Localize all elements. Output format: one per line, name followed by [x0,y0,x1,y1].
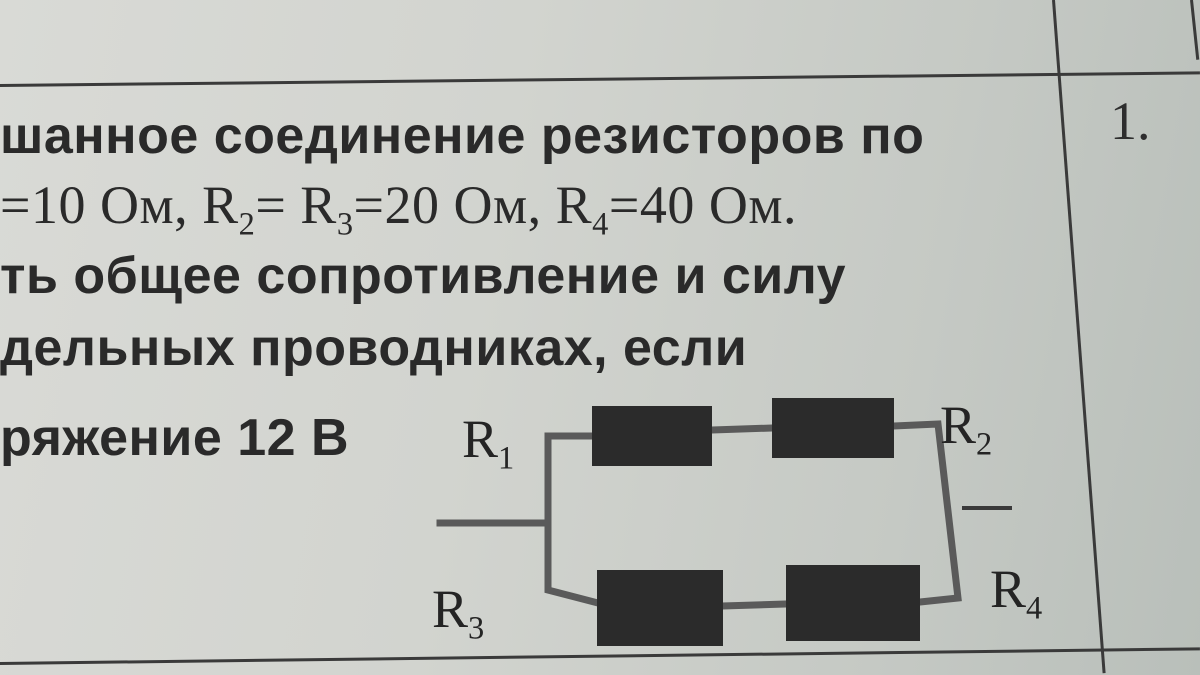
wire-r1-r2 [708,424,776,434]
problem-line-2: =10 Ом, R2= R3=20 Ом, R4=40 Ом. [0,175,797,241]
line2-part3: =20 Ом, R [353,175,593,235]
task-number: 1. [1110,91,1151,151]
problem-line-1: шанное соединение резисторов по [0,107,925,165]
problem-line-5: ряжение 12 В [0,409,350,467]
problem-line-3: ть общее сопротивление и силу [0,247,847,305]
wire-r3-r4 [718,600,790,610]
resistor-label-r2: R2 [940,395,993,463]
problem-line-4: дельных проводниках, если [0,319,748,377]
resistor-label-r3: R3 [432,579,485,647]
line2-part1: =10 Ом, R [0,175,239,235]
resistor-r1 [592,406,712,466]
r2-subscript: 2 [238,206,256,243]
resistor-r4 [786,565,920,641]
wire-r2-right [890,420,962,606]
resistor-label-r4: R4 [990,559,1043,627]
resistor-label-r1: R1 [462,409,515,477]
r3-subscript: 3 [336,206,354,243]
resistor-r3 [597,570,723,646]
resistor-r2 [772,398,894,458]
wire-top-left [544,432,603,608]
line2-part2: = R [255,175,337,235]
r4-subscript: 4 [592,206,609,243]
line2-part4: =40 Ом. [608,175,797,235]
